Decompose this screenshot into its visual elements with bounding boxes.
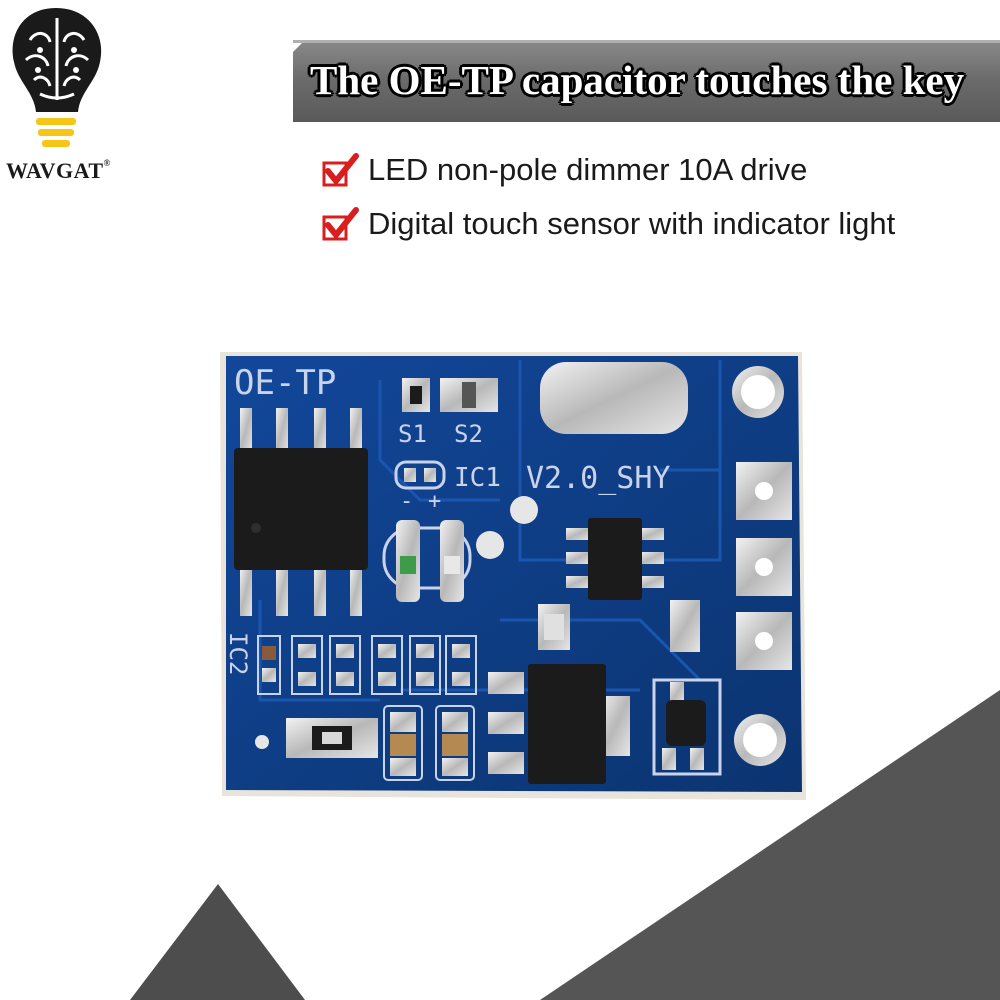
brand-name: WAVGAT bbox=[6, 158, 104, 183]
lightbulb-brain-icon bbox=[12, 8, 102, 147]
title-banner bbox=[293, 40, 1000, 122]
brand-logo: WAVGAT® bbox=[0, 0, 120, 200]
feature-text: Digital touch sensor with indicator ligh… bbox=[368, 206, 896, 241]
feature-item: Digital touch sensor with indicator ligh… bbox=[322, 204, 895, 244]
banner-title: The OE-TP capacitor touches the key bbox=[310, 57, 965, 103]
plus-label: + bbox=[428, 489, 441, 514]
sop8-chip bbox=[234, 408, 368, 616]
board-name-label: OE-TP bbox=[234, 363, 336, 403]
board-version-label: V2.0_SHY bbox=[526, 461, 671, 496]
registered-mark: ® bbox=[103, 158, 111, 168]
feature-item: LED non-pole dimmer 10A drive bbox=[322, 150, 807, 190]
smd-array bbox=[257, 635, 477, 695]
s2-label: S2 bbox=[454, 420, 483, 448]
header-pins bbox=[736, 462, 792, 670]
check-icon bbox=[322, 207, 359, 241]
feature-text: LED non-pole dimmer 10A drive bbox=[368, 152, 808, 187]
s1-label: S1 bbox=[398, 420, 427, 448]
ic2-label: IC2 bbox=[224, 632, 252, 675]
check-icon bbox=[322, 153, 359, 187]
minus-label: - bbox=[400, 489, 413, 514]
ic1-label: IC1 bbox=[454, 463, 501, 493]
